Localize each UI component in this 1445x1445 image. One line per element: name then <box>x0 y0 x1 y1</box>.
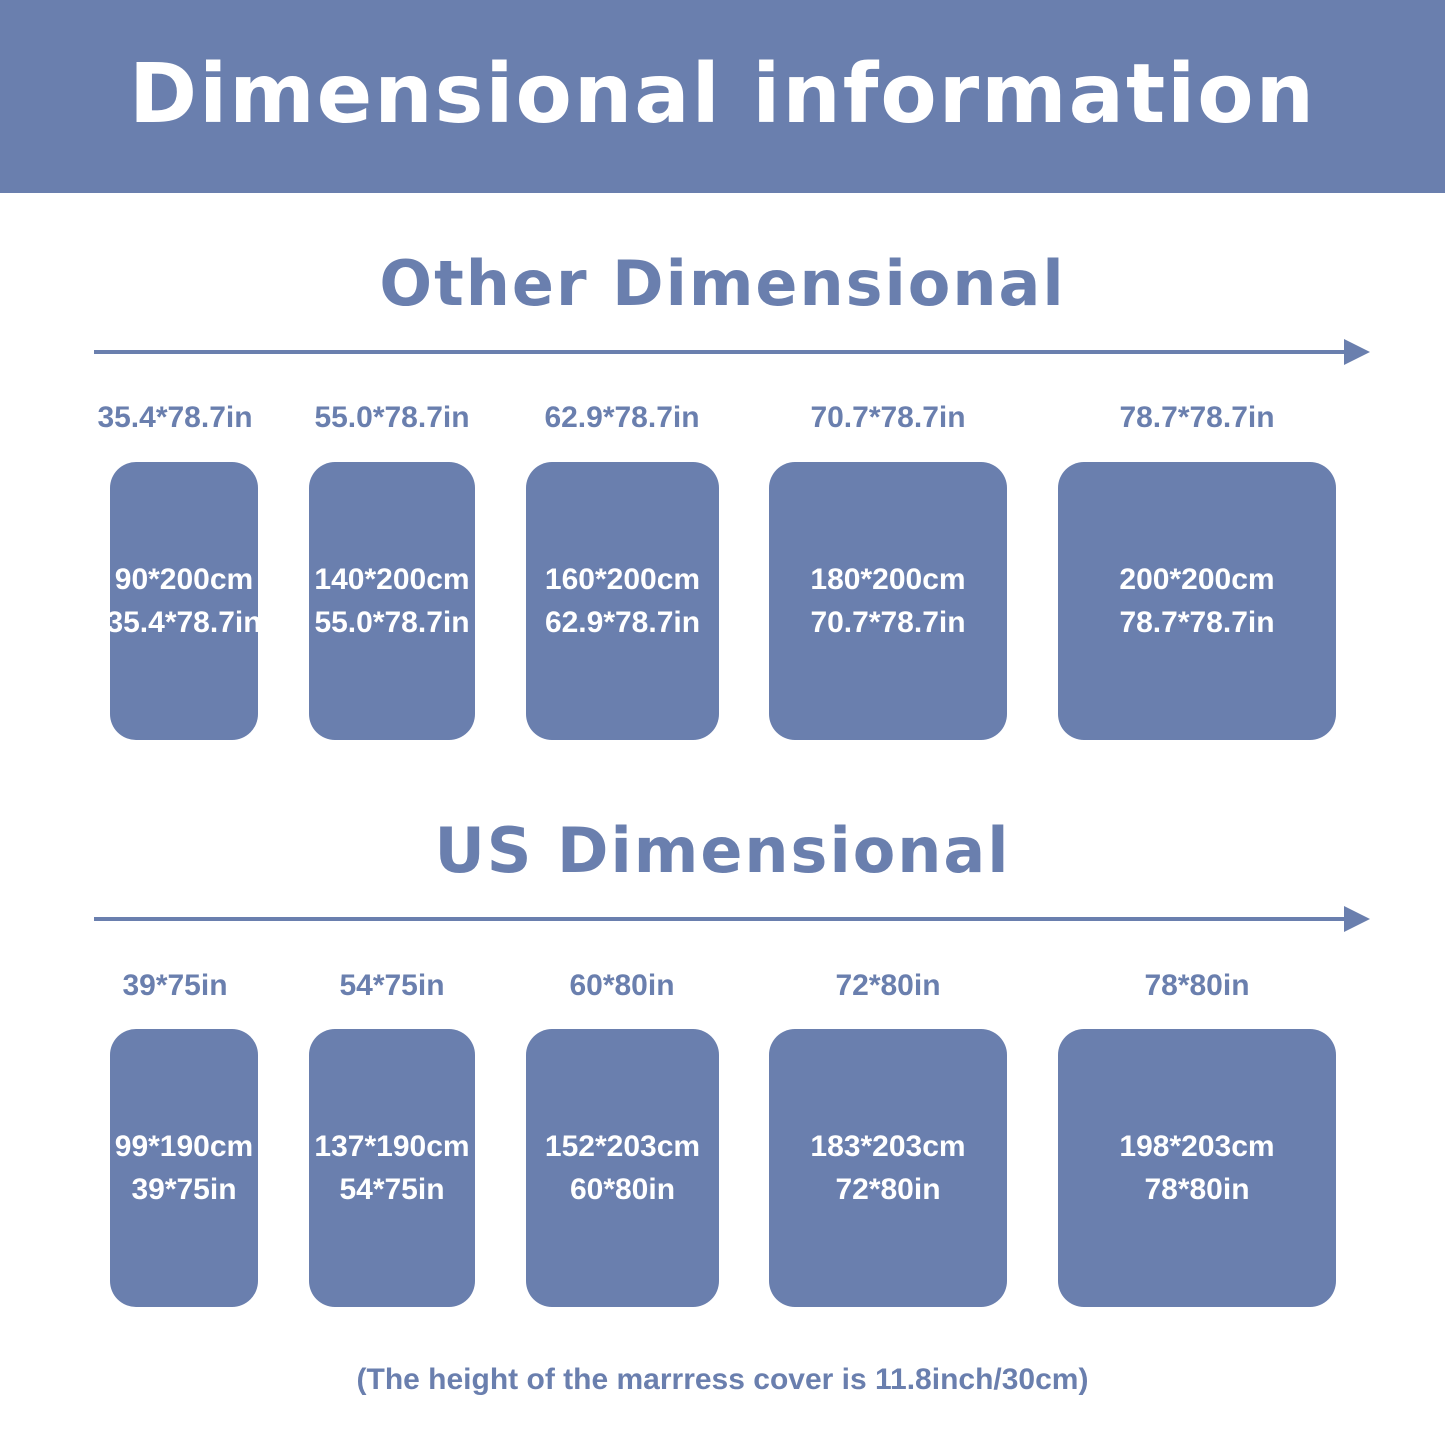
arrow-right-icon-us <box>94 906 1370 932</box>
card-in-size: 78*80in <box>1144 1173 1250 1206</box>
size-row-us: 39*75in 54*75in 60*80in 72*80in 78*80in … <box>0 966 1445 1326</box>
size-label: 54*75in <box>339 969 445 1002</box>
size-label: 72*80in <box>835 969 941 1002</box>
card-cm-size: 180*200cm <box>810 563 966 596</box>
card-cm-size: 90*200cm <box>114 563 254 596</box>
card-cm-size: 160*200cm <box>544 563 701 596</box>
mattress-card: 152*203cm 60*80in <box>526 1029 719 1307</box>
card-in-size: 54*75in <box>339 1173 445 1206</box>
card-in-size: 35.4*78.7in <box>106 606 262 639</box>
card-in-size: 70.7*78.7in <box>810 606 966 639</box>
card-in-size: 55.0*78.7in <box>314 606 470 639</box>
mattress-card: 160*200cm 62.9*78.7in <box>526 462 719 740</box>
size-label: 78.7*78.7in <box>1119 401 1275 434</box>
size-label: 35.4*78.7in <box>97 401 253 434</box>
header-banner: Dimensional information <box>0 0 1445 193</box>
size-label: 55.0*78.7in <box>314 401 470 434</box>
size-label: 60*80in <box>569 969 675 1002</box>
height-footnote: (The height of the marrress cover is 11.… <box>356 1363 1089 1396</box>
card-cm-size: 99*190cm <box>114 1130 254 1163</box>
card-in-size: 62.9*78.7in <box>544 606 701 639</box>
mattress-card: 99*190cm 39*75in <box>110 1029 258 1307</box>
card-cm-size: 200*200cm <box>1119 563 1275 596</box>
size-label: 39*75in <box>122 969 228 1002</box>
mattress-card: 90*200cm 35.4*78.7in <box>106 462 262 740</box>
mattress-card: 137*190cm 54*75in <box>309 1029 475 1307</box>
card-cm-size: 140*200cm <box>314 563 470 596</box>
card-cm-size: 183*203cm <box>810 1130 966 1163</box>
card-in-size: 78.7*78.7in <box>1119 606 1275 639</box>
size-label: 70.7*78.7in <box>810 401 966 434</box>
size-label: 62.9*78.7in <box>544 401 700 434</box>
section-title-other: Other Dimensional <box>379 247 1066 320</box>
mattress-card: 198*203cm 78*80in <box>1058 1029 1336 1307</box>
card-in-size: 39*75in <box>131 1173 237 1206</box>
arrow-right-icon-other <box>94 339 1370 365</box>
size-row-other: 35.4*78.7in 55.0*78.7in 62.9*78.7in 70.7… <box>0 398 1445 758</box>
mattress-card: 180*200cm 70.7*78.7in <box>769 462 1007 740</box>
card-in-size: 60*80in <box>569 1173 676 1206</box>
section-title-us: US Dimensional <box>434 814 1011 887</box>
size-label: 78*80in <box>1144 969 1250 1002</box>
page-title: Dimensional information <box>129 47 1316 142</box>
card-in-size: 72*80in <box>835 1173 941 1206</box>
card-cm-size: 152*203cm <box>544 1130 701 1163</box>
mattress-card: 183*203cm 72*80in <box>769 1029 1007 1307</box>
card-cm-size: 137*190cm <box>314 1130 470 1163</box>
mattress-card: 140*200cm 55.0*78.7in <box>309 462 475 740</box>
mattress-card: 200*200cm 78.7*78.7in <box>1058 462 1336 740</box>
card-cm-size: 198*203cm <box>1119 1130 1275 1163</box>
